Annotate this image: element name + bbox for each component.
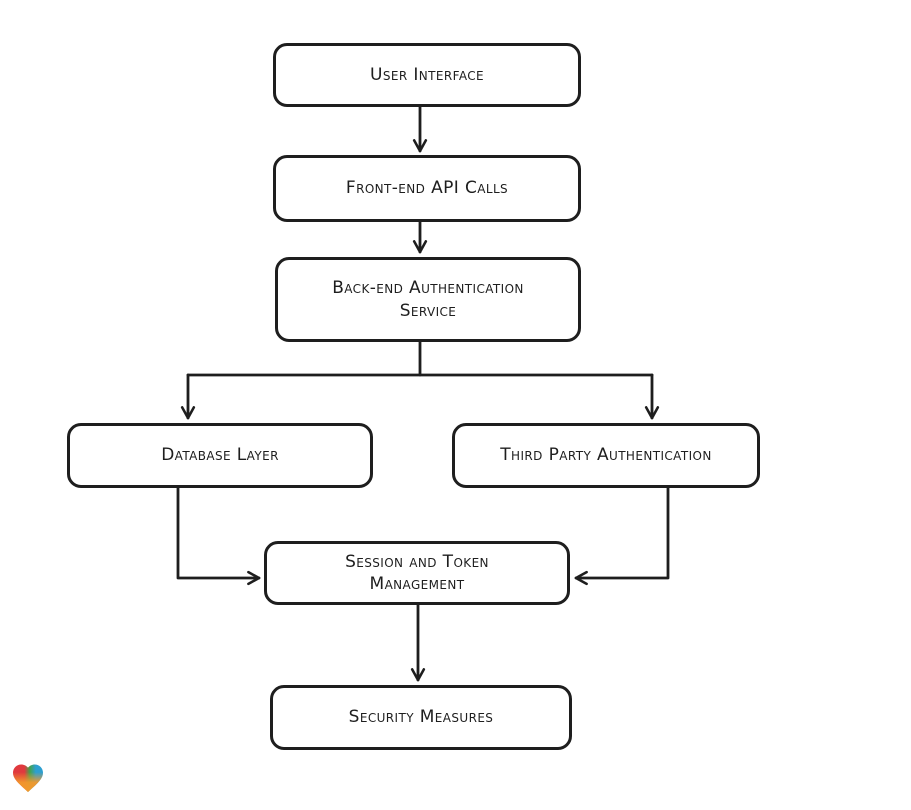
node-label: Session and Token Management xyxy=(345,551,489,594)
node-label: User Interface xyxy=(370,64,484,85)
heart-icon xyxy=(13,764,43,793)
node-front-end-api-calls[interactable]: Front-end API Calls xyxy=(273,155,581,222)
edge-database-layer-to-session xyxy=(176,485,261,586)
node-label: Back-end Authentication Service xyxy=(332,278,524,321)
node-third-party-authentication[interactable]: Third Party Authentication xyxy=(452,423,760,488)
node-label: Front-end API Calls xyxy=(345,178,509,199)
node-back-end-authentication-service[interactable]: Back-end Authentication Service xyxy=(275,257,581,342)
node-label: Security Measures xyxy=(348,707,494,728)
node-user-interface[interactable]: User Interface xyxy=(273,43,581,107)
edge-third-party-auth-to-session xyxy=(574,485,670,586)
node-label: Database Layer xyxy=(161,445,279,466)
node-security-measures[interactable]: Security Measures xyxy=(270,685,572,750)
node-database-layer[interactable]: Database Layer xyxy=(67,423,373,488)
node-session-and-token-management[interactable]: Session and Token Management xyxy=(264,541,570,605)
node-label: Third Party Authentication xyxy=(500,445,712,466)
